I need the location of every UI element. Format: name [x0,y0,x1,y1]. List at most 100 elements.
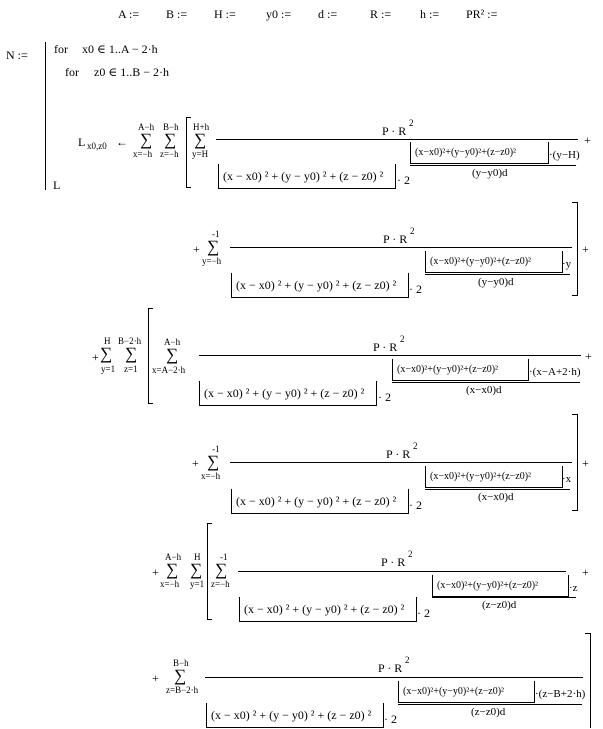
denom-bracket [206,703,384,728]
def-pr2[interactable]: PR² := [466,7,498,21]
def-d[interactable]: d := [318,7,338,21]
sub-factor: ·z [569,582,578,594]
plus-sign: + [582,456,589,470]
sub-denominator: (x−x0)d [466,384,502,396]
sigma-icon: ∑ [140,130,153,149]
sum-upper: A−h [164,337,181,347]
return-var[interactable]: L [53,178,61,192]
sigma-icon: ∑ [215,560,228,579]
sub-factor: ·(x−A+2·h) [529,366,581,378]
for-inner-range[interactable]: z0 ∈ 1..B − 2·h [94,65,169,79]
sqrt-content: (x−x0)²+(y−y0)²+(z−z0)² [437,580,539,591]
sigma-icon: ∑ [166,345,179,364]
plus-sign: + [92,350,99,364]
numerator-exp: 2 [410,226,415,236]
sub-denominator: (x−x0)d [478,491,514,503]
sqrt-content: (x−x0)²+(y−y0)²+(z−z0)² [415,147,517,158]
sub-factor: ·(z−B+2·h) [535,688,586,700]
plus-sign: + [585,349,592,363]
sub-factor: ·y [562,258,572,270]
sub-fraction-bar [392,382,580,383]
program-bar [45,42,46,190]
sqrt-bracket [425,466,563,488]
def-b[interactable]: B := [166,7,188,21]
sum-lower: x=A−2·h [152,365,186,375]
numerator: P · R [382,124,407,138]
sub-factor: ·x [562,473,572,485]
numerator-exp: 2 [413,441,418,451]
sum-lower: z=−h [211,579,230,589]
sub-fraction-bar [425,274,570,275]
sum-upper: B−h [163,122,179,132]
plus-sign: + [582,565,589,579]
fraction-bar [230,247,572,248]
sigma-icon: ∑ [100,344,113,363]
numerator-exp: 2 [409,118,414,128]
numerator-exp: 2 [400,334,405,344]
sum-lower: x=−h [160,579,180,589]
plus-sign: + [152,565,159,579]
plus-sign: + [584,133,591,147]
fraction-bar [205,677,583,678]
denominator: (x − x0) ² + (y − y0) ² + (z − z0) ² [204,386,365,400]
sqrt-bracket [392,359,529,381]
denominator: (x − x0) ² + (y − y0) ² + (z − z0) ² [244,602,405,616]
sum-upper: H [104,336,111,346]
sub-factor: ·(y−H) [549,149,580,161]
sum-lower: z=−h [160,149,179,159]
denom-bracket [218,164,396,189]
sigma-icon: ∑ [125,344,138,363]
def-h[interactable]: h := [420,7,440,21]
bracket-right [577,414,578,511]
sqrt-content: (x−x0)²+(y−y0)²+(z−z0)² [397,364,499,375]
sqrt-bracket [425,251,563,273]
sub-fraction-bar [432,597,576,598]
sum-lower: z=B−2·h [166,685,199,695]
numerator: P · R [381,555,406,569]
bracket-right [577,202,578,296]
denominator: (x − x0) ² + (y − y0) ² + (z − z0) ² [236,278,397,292]
sum-lower: x=−h [201,471,221,481]
sub-fraction-bar [410,165,576,166]
sub-denominator: (z−z0)d [482,599,517,611]
assign-subscript: x0,z0 [87,141,107,151]
assign-arrow: ← [116,135,128,149]
sum-lower: y=−h [202,256,222,266]
sqrt-content: (x−x0)²+(y−y0)²+(z−z0)² [430,471,532,482]
sigma-icon: ∑ [207,237,220,256]
denominator: (x − x0) ² + (y − y0) ² + (z − z0) ² [211,708,372,722]
sqrt-bracket [432,575,569,597]
times-two: · 2 [378,390,391,404]
bracket-left [207,523,208,620]
numerator: P · R [383,232,408,246]
def-y0[interactable]: y0 := [266,7,292,21]
sum-upper: -1 [220,552,228,562]
sigma-icon: ∑ [207,452,220,471]
for-outer-range[interactable]: x0 ∈ 1..A − 2·h [82,42,158,56]
times-two: · 2 [409,282,422,296]
numerator-exp: 2 [408,549,413,559]
sum-upper: -1 [212,444,220,454]
fraction-bar [238,571,566,572]
bracket-left [148,308,149,404]
sum-upper: B−2·h [118,336,142,346]
sum-lower: y=H [192,149,209,159]
def-h-upper[interactable]: H := [214,7,236,21]
sum-lower: x=−h [133,149,153,159]
sub-denominator: (y−y0)d [472,167,508,179]
sqrt-bracket [398,681,535,703]
plus-sign: + [582,242,589,256]
sqrt-bracket [410,142,549,164]
fraction-bar [216,139,578,140]
assign-var[interactable]: L [78,135,86,149]
sum-upper: -1 [212,229,220,239]
bracket-left [186,117,187,188]
fraction-bar [230,462,572,463]
def-r[interactable]: R := [370,7,392,21]
program-lhs[interactable]: N := [6,48,28,62]
sigma-icon: ∑ [190,560,203,579]
fraction-bar [199,355,581,356]
def-a[interactable]: A := [118,7,140,21]
sum-upper: A−h [138,122,155,132]
numerator: P · R [373,340,398,354]
